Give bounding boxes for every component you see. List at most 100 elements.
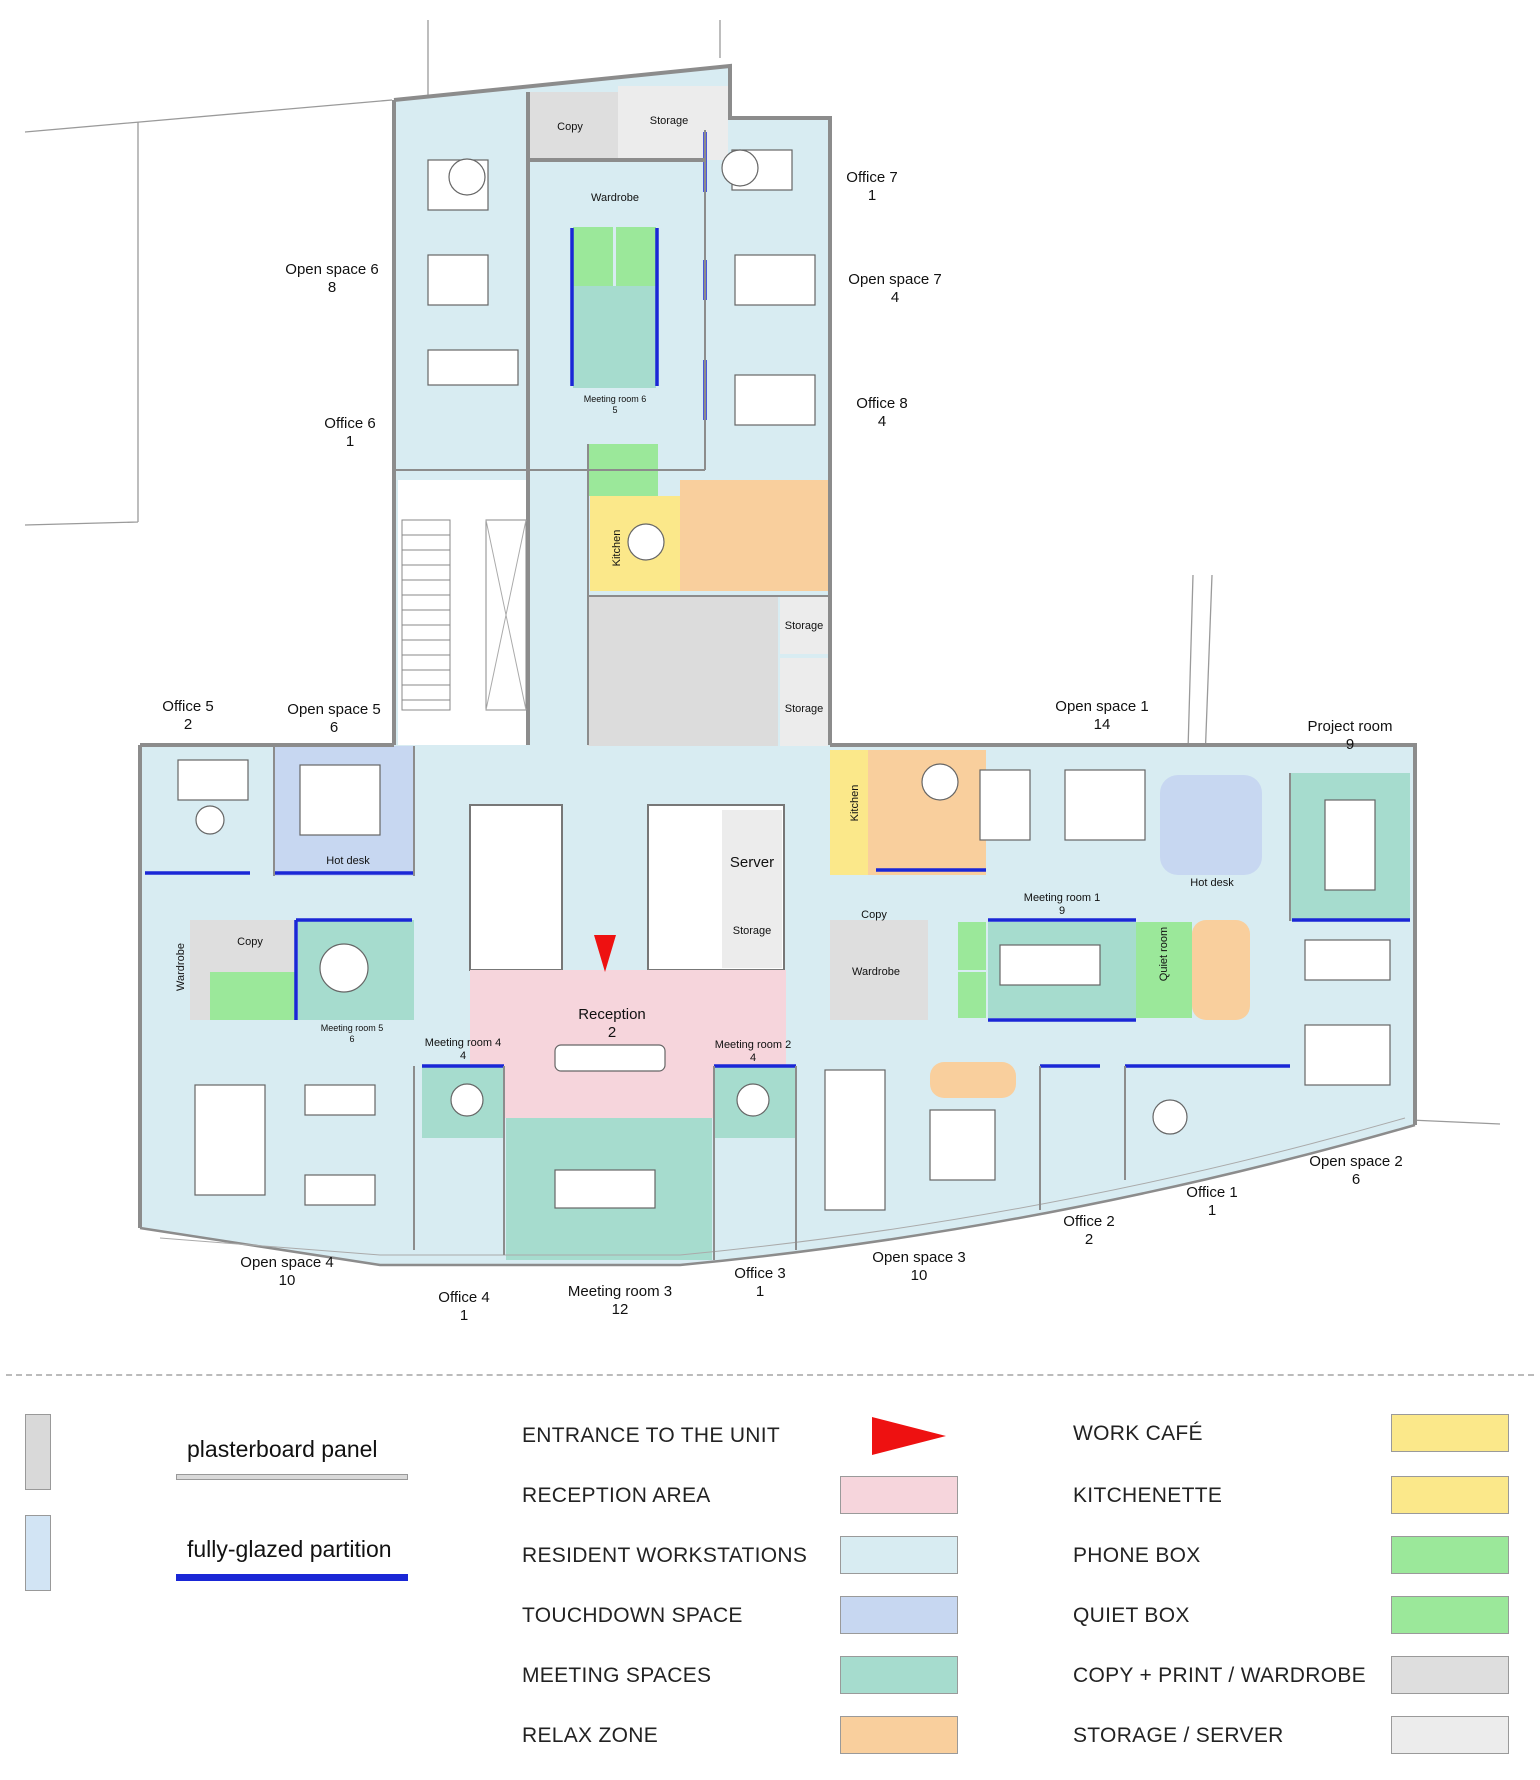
wc-block (588, 596, 778, 746)
storage-mid-a (780, 596, 828, 654)
plasterboard-label: plasterboard panel (187, 1436, 378, 1462)
label-storage-top: Storage (650, 115, 689, 127)
legend-storage-label: STORAGE / SERVER (1073, 1724, 1284, 1747)
storage-room-top (618, 86, 728, 160)
label-copy-top: Copy (557, 121, 583, 133)
legend-phone-box-label: PHONE BOX (1073, 1544, 1201, 1567)
label-wardrobe-left: Wardrobe (175, 943, 187, 991)
legend-meeting-label: MEETING SPACES (522, 1664, 712, 1687)
furniture (177, 149, 1391, 1211)
legend-work-cafe-swatch (1391, 1414, 1509, 1452)
legend-phone-box-swatch (1391, 1536, 1509, 1574)
phone-box-right-1 (958, 922, 986, 970)
legend-resident-swatch (840, 1536, 958, 1574)
label-hot-desk-left: Hot desk (326, 855, 370, 867)
kitchenette-right (830, 750, 868, 875)
legend-meeting-swatch (840, 1656, 958, 1694)
label-hot-desk-right: Hot desk (1190, 877, 1234, 889)
label-storage-mid-b: Storage (785, 703, 824, 715)
glazed-label: fully-glazed partition (187, 1536, 392, 1562)
legend-reception-label: RECEPTION AREA (522, 1484, 711, 1507)
small-labels: Copy Storage Wardrobe Kitchen Storage St… (175, 115, 1234, 991)
entrance-marker (594, 935, 616, 972)
plasterboard-sample (25, 1414, 51, 1490)
legend-copy-label: COPY + PRINT / WARDROBE (1073, 1664, 1366, 1687)
legend-kitchenette-swatch (1391, 1476, 1509, 1514)
meeting-room-6-zone (573, 286, 656, 388)
glazed-sample (25, 1515, 51, 1591)
phone-box-left (210, 972, 296, 1020)
legend-reception-swatch (840, 1476, 958, 1514)
relax-pod-bottom (930, 1062, 1016, 1098)
phone-box-top-1 (573, 227, 613, 286)
lift-core-left (469, 804, 563, 971)
glazed-line (176, 1574, 408, 1581)
legend-storage-swatch (1391, 1716, 1509, 1754)
label-kitchen-top: Kitchen (611, 530, 623, 567)
legend-entrance-label: ENTRANCE TO THE UNIT (522, 1424, 781, 1447)
legend-touchdown-swatch (840, 1596, 958, 1634)
quiet-room-zone (1136, 922, 1192, 1018)
copy-wardrobe-right (830, 920, 928, 1020)
label-storage-core: Storage (733, 925, 772, 937)
walls (138, 63, 1417, 1267)
legend-kitchenette-label: KITCHENETTE (1073, 1484, 1223, 1507)
label-copy-left: Copy (237, 936, 263, 948)
storage-core (722, 890, 782, 968)
storage-mid-b (780, 658, 828, 746)
plasterboard-line (176, 1474, 408, 1480)
legend-copy-swatch (1391, 1656, 1509, 1694)
label-quiet-room: Quiet room (1158, 927, 1170, 981)
legend-quiet-box-swatch (1391, 1596, 1509, 1634)
label-server: Server (730, 854, 774, 871)
stairs (401, 519, 527, 711)
hot-desk-right (1160, 775, 1262, 875)
copy-room-top (528, 92, 618, 160)
label-kitchen-right: Kitchen (849, 785, 861, 822)
legend-relax-swatch (840, 1716, 958, 1754)
phone-box-top-2 (616, 227, 656, 286)
legend-work-cafe-label: WORK CAFÉ (1073, 1422, 1203, 1445)
legend-entrance-icon (872, 1417, 946, 1455)
legend-touchdown-label: TOUCHDOWN SPACE (522, 1604, 743, 1627)
label-copy-right: Copy (861, 909, 887, 921)
legend-divider (6, 1374, 1534, 1376)
label-storage-mid-a: Storage (785, 620, 824, 632)
context-lines (24, 20, 1501, 1125)
legend-quiet-box-label: QUIET BOX (1073, 1604, 1190, 1627)
phone-box-right-2 (958, 972, 986, 1018)
zones (190, 86, 1410, 1260)
label-wardrobe-right: Wardrobe (852, 966, 900, 978)
server-room (722, 810, 782, 890)
label-wardrobe-top: Wardrobe (591, 192, 639, 204)
relax-quiet (1192, 920, 1250, 1020)
relax-top (680, 480, 828, 591)
legend-resident-label: RESIDENT WORKSTATIONS (522, 1544, 808, 1567)
legend-relax-label: RELAX ZONE (522, 1724, 659, 1747)
